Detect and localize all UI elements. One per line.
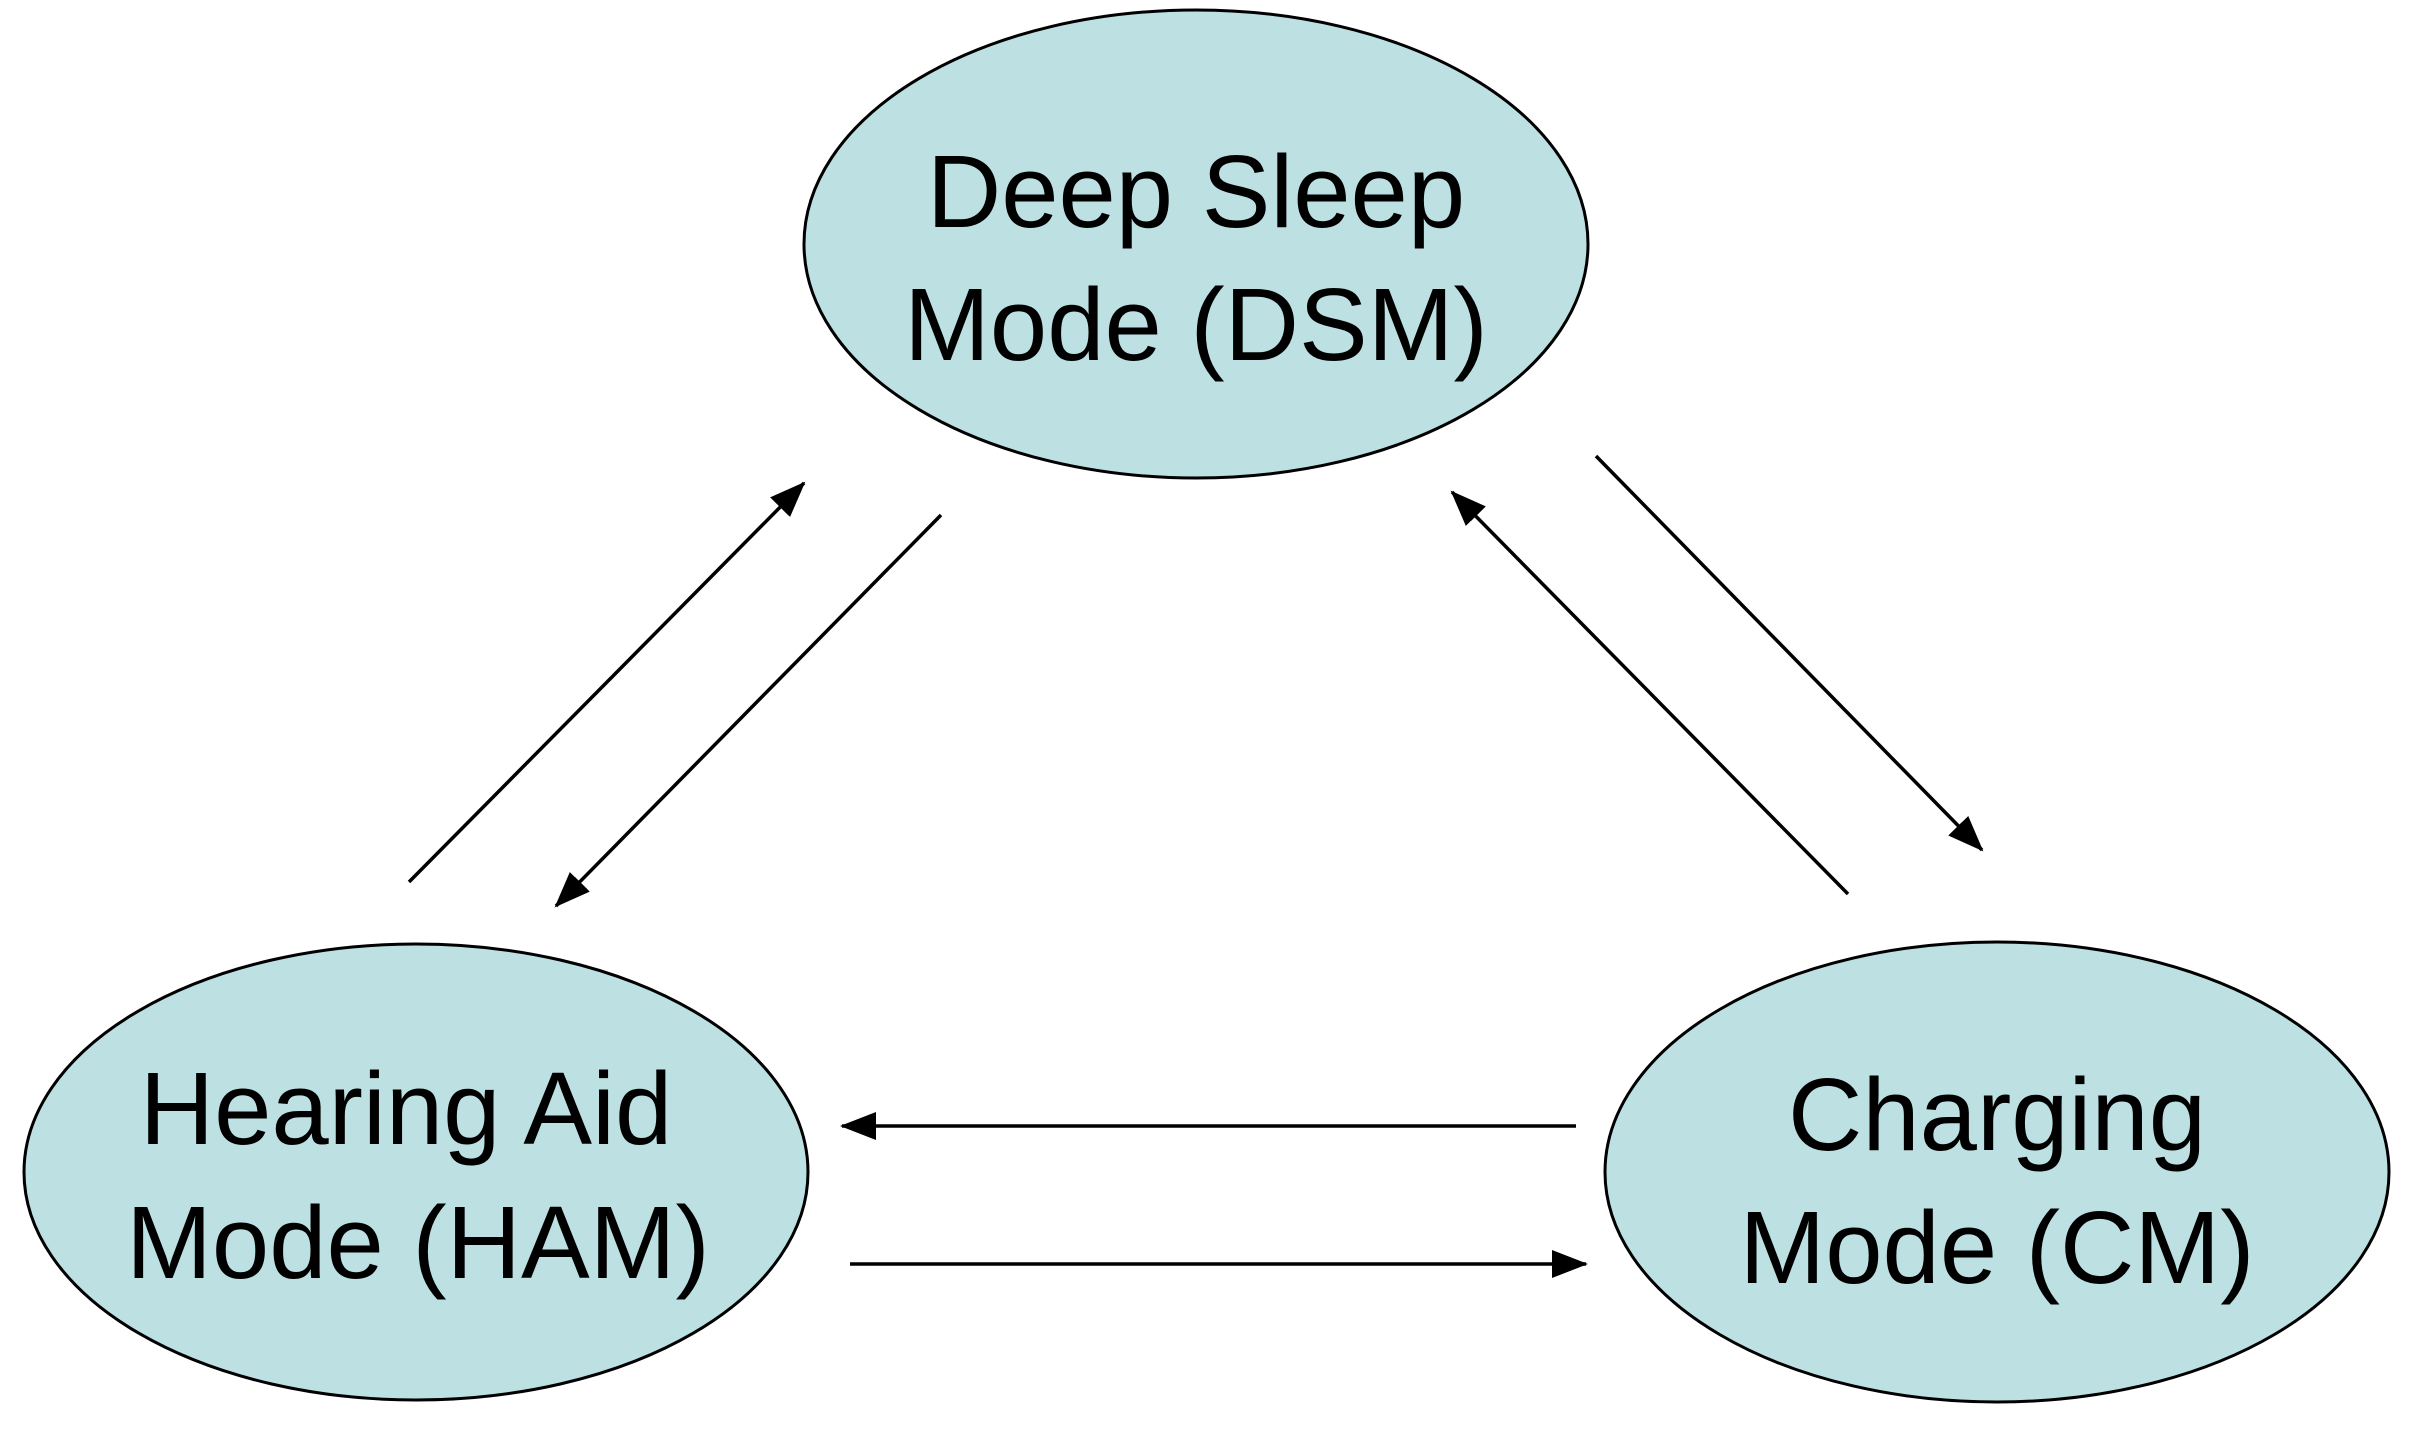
node-ham-label-line1: Hearing Aid [140,1051,673,1166]
node-cm: Charging Mode (CM) [1603,940,2391,1404]
node-cm-shape [1603,940,2391,1404]
node-dsm: Deep Sleep Mode (DSM) [802,8,1590,480]
edge-cm-to-dsm [1450,490,1850,896]
node-cm-label-line2: Mode (CM) [1739,1190,2254,1305]
node-ham-label-line2: Mode (HAM) [126,1185,710,1300]
edge-dsm-to-cm [1594,454,1984,852]
edge-dsm-to-ham [554,513,943,908]
edges [407,454,1984,1278]
node-dsm-shape [802,8,1590,480]
node-dsm-label-line1: Deep Sleep [927,134,1465,249]
edge-ham-to-dsm [407,481,806,884]
node-cm-label-line1: Charging [1788,1057,2206,1172]
node-dsm-label-line2: Mode (DSM) [904,267,1488,382]
node-ham: Hearing Aid Mode (HAM) [22,942,810,1402]
node-ham-shape [22,942,810,1402]
